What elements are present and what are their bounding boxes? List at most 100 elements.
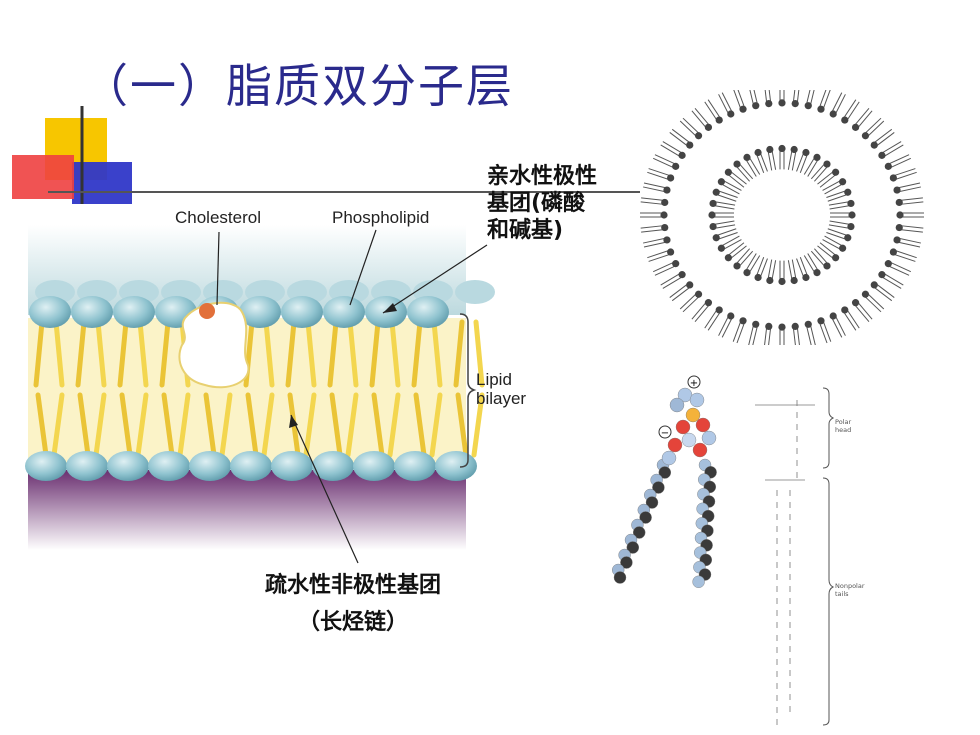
polar-label-2: head bbox=[835, 426, 851, 434]
nonpolar-label-1: Nonpolar bbox=[835, 582, 865, 590]
liposome-head bbox=[895, 198, 903, 207]
liposome-head bbox=[765, 100, 773, 108]
liposome-head bbox=[754, 148, 762, 157]
liposome-head bbox=[817, 105, 825, 113]
liposome-head bbox=[672, 162, 680, 170]
hydrophilic-line-2: 基团(磷酸 bbox=[487, 191, 586, 216]
lipid-label: Lipid bbox=[476, 370, 512, 389]
liposome-head bbox=[878, 271, 886, 279]
phospholipid-head bbox=[435, 451, 477, 481]
liposome-head bbox=[667, 248, 675, 256]
hydrophobic-annotation: 疏水性非极性基团 （长烃链） bbox=[238, 572, 468, 636]
liposome-head bbox=[804, 320, 812, 328]
liposome-head bbox=[791, 100, 799, 108]
liposome-head bbox=[851, 123, 860, 131]
liposome-head bbox=[813, 153, 821, 162]
corner-decoration bbox=[12, 106, 640, 204]
liposome-head bbox=[733, 160, 741, 168]
liposome-head bbox=[743, 153, 751, 162]
liposome-head bbox=[778, 144, 786, 153]
phospholipid-head bbox=[394, 451, 436, 481]
liposome-head bbox=[724, 168, 732, 176]
liposome-head bbox=[712, 234, 720, 242]
liposome-head bbox=[861, 132, 870, 140]
liposome-head bbox=[733, 262, 741, 270]
liposome-head bbox=[766, 145, 774, 154]
phospholipid-label: Phospholipid bbox=[332, 208, 430, 227]
liposome-head bbox=[672, 260, 680, 268]
phospholipid-head bbox=[353, 451, 395, 481]
liposome-head bbox=[678, 151, 686, 159]
phospholipid-head bbox=[189, 451, 231, 481]
phospholipid-head bbox=[271, 451, 313, 481]
liposome-head bbox=[704, 299, 713, 307]
membrane-illustration bbox=[25, 225, 495, 564]
liposome-head bbox=[878, 151, 886, 159]
liposome-head bbox=[841, 116, 849, 124]
phospholipid-head bbox=[312, 451, 354, 481]
hydrophilic-annotation: 亲水性极性 基团(磷酸 和碱基) bbox=[487, 163, 627, 244]
liposome-head bbox=[823, 160, 831, 168]
hydrophobic-line-2: （长烃链） bbox=[297, 610, 408, 635]
hydrophilic-line-3: 和碱基) bbox=[487, 218, 564, 243]
liposome-head bbox=[709, 199, 717, 208]
liposome-head bbox=[765, 322, 773, 330]
liposome-head bbox=[661, 223, 669, 232]
liposome-head bbox=[884, 260, 892, 268]
cholesterol-label: Cholesterol bbox=[175, 208, 261, 227]
liposome-head bbox=[715, 116, 723, 124]
liposome-head bbox=[870, 281, 878, 289]
phospholipid-head bbox=[148, 451, 190, 481]
phospholipid-head bbox=[230, 451, 272, 481]
liposome-head bbox=[752, 320, 760, 328]
liposome-head bbox=[743, 268, 751, 277]
liposome-head bbox=[813, 268, 821, 277]
liposome-head bbox=[841, 306, 849, 314]
liposome-head bbox=[791, 322, 799, 330]
liposome-head bbox=[752, 102, 760, 110]
phospholipid-head bbox=[71, 296, 113, 328]
liposome-head bbox=[739, 317, 747, 325]
liposome-head bbox=[884, 162, 892, 170]
liposome-head bbox=[766, 276, 774, 285]
phospholipid-head bbox=[107, 451, 149, 481]
liposome-head bbox=[839, 244, 847, 252]
liposome-head bbox=[661, 198, 669, 207]
liposome-head bbox=[778, 99, 786, 107]
liposome-head bbox=[727, 110, 735, 118]
structural-formula: Polar head Nonpolar tails bbox=[755, 387, 865, 726]
liposome-head bbox=[844, 188, 852, 196]
liposome-head bbox=[694, 290, 703, 298]
nonpolar-label-2: tails bbox=[835, 590, 849, 598]
liposome-head bbox=[889, 248, 897, 256]
liposome-head bbox=[817, 317, 825, 325]
liposome-head bbox=[708, 211, 716, 219]
liposome-head bbox=[754, 273, 762, 282]
liposome-head bbox=[861, 290, 870, 298]
phospholipid-head bbox=[323, 296, 365, 328]
liposome-head bbox=[717, 178, 725, 186]
bilayer-label: bilayer bbox=[476, 389, 527, 408]
liposome-head bbox=[889, 174, 897, 182]
liposome-head bbox=[686, 141, 694, 149]
phospholipid-head bbox=[25, 451, 67, 481]
phospholipid-head bbox=[66, 451, 108, 481]
liposome-head bbox=[851, 299, 860, 307]
liposome-head bbox=[848, 211, 856, 219]
polar-label-1: Polar bbox=[835, 418, 851, 426]
liposome-head bbox=[717, 244, 725, 252]
liposome-head bbox=[686, 281, 694, 289]
phospholipid-space-filling-model: + − bbox=[611, 375, 717, 589]
liposome-head bbox=[847, 199, 855, 208]
liposome-illustration bbox=[640, 90, 924, 345]
phospholipid-head bbox=[113, 296, 155, 328]
liposome-head bbox=[715, 306, 723, 314]
hydrophobic-line-1: 疏水性非极性基团 bbox=[264, 573, 441, 598]
liposome-head bbox=[893, 236, 901, 244]
liposome-head bbox=[667, 174, 675, 182]
liposome-head bbox=[847, 222, 855, 231]
liposome-head bbox=[778, 277, 786, 286]
liposome-head bbox=[709, 222, 717, 231]
liposome-head bbox=[829, 110, 837, 118]
liposome-head bbox=[839, 178, 847, 186]
